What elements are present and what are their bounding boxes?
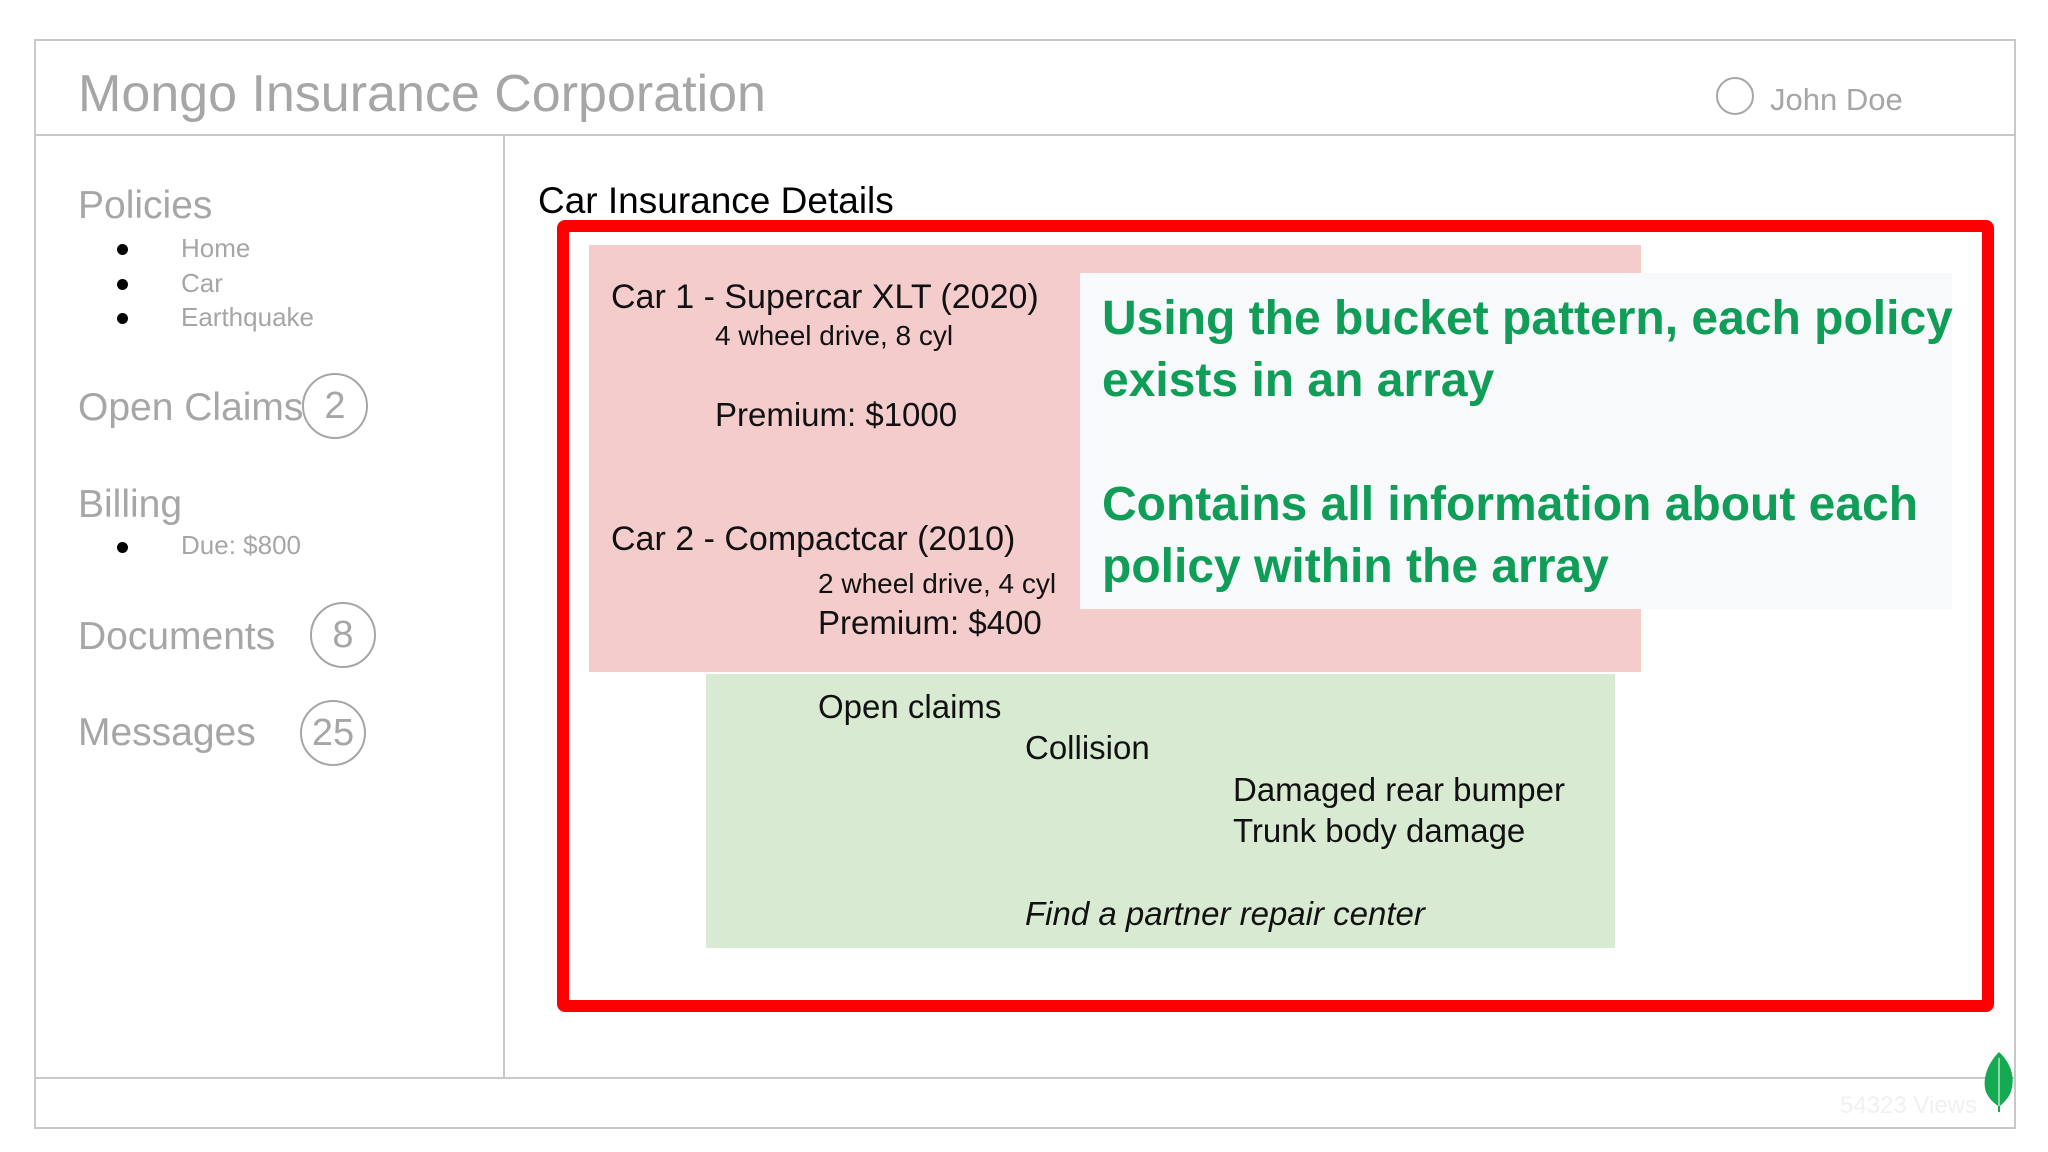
car-1-specs: 4 wheel drive, 8 cyl [715, 320, 954, 351]
documents-count-badge: 8 [310, 602, 376, 668]
find-repair-center-link[interactable]: Find a partner repair center [1025, 895, 1425, 932]
car-2-specs: 2 wheel drive, 4 cyl [818, 568, 1057, 599]
sidebar-divider [503, 136, 505, 1077]
mongodb-leaf-icon [1984, 1052, 2013, 1112]
header-divider [34, 134, 2016, 136]
sidebar-item-documents[interactable]: Documents [78, 615, 276, 658]
avatar[interactable] [1716, 77, 1754, 115]
car-1-title: Car 1 - Supercar XLT (2020) [611, 278, 1039, 316]
bullet-icon [117, 244, 128, 255]
highlight-frame [557, 220, 1994, 1012]
annotation-line: Using the bucket pattern, each policy [1102, 292, 1953, 345]
sidebar-subitem-earthquake[interactable]: Earthquake [181, 302, 314, 332]
bullet-icon [117, 542, 128, 553]
car-2-title: Car 2 - Compactcar (2010) [611, 520, 1016, 558]
open-claims-count-badge: 2 [302, 373, 368, 439]
app-title: Mongo Insurance Corporation [78, 65, 766, 123]
car-2-premium: Premium: $400 [818, 604, 1042, 641]
messages-count-badge: 25 [300, 700, 366, 766]
claim-type: Collision [1025, 729, 1150, 766]
sidebar-item-open-claims[interactable]: Open Claims [78, 386, 304, 429]
sidebar-item-policies[interactable]: Policies [78, 184, 213, 227]
claim-detail: Damaged rear bumper [1233, 771, 1565, 808]
annotation-line: Contains all information about each [1102, 478, 1919, 531]
bullet-icon [117, 279, 128, 290]
sidebar-subitem-car[interactable]: Car [181, 268, 223, 298]
page-title: Car Insurance Details [538, 180, 894, 221]
user-name[interactable]: John Doe [1770, 82, 1903, 117]
claims-panel [706, 674, 1615, 948]
sidebar-item-messages[interactable]: Messages [78, 711, 256, 754]
annotation-line: exists in an array [1102, 354, 1495, 407]
claim-detail: Trunk body damage [1233, 812, 1526, 849]
app-frame [34, 39, 2016, 1129]
car-1-premium: Premium: $1000 [715, 396, 958, 433]
footer-divider [34, 1077, 2016, 1079]
annotation-line: policy within the array [1102, 540, 1609, 593]
sidebar-subitem-home[interactable]: Home [181, 233, 251, 263]
view-count: 54323 Views [1840, 1092, 1977, 1119]
sidebar-item-billing[interactable]: Billing [78, 483, 183, 526]
annotation-callout [1080, 273, 1952, 609]
bullet-icon [117, 313, 128, 324]
sidebar-subitem-due[interactable]: Due: $800 [181, 530, 301, 560]
claims-heading: Open claims [818, 688, 1002, 725]
